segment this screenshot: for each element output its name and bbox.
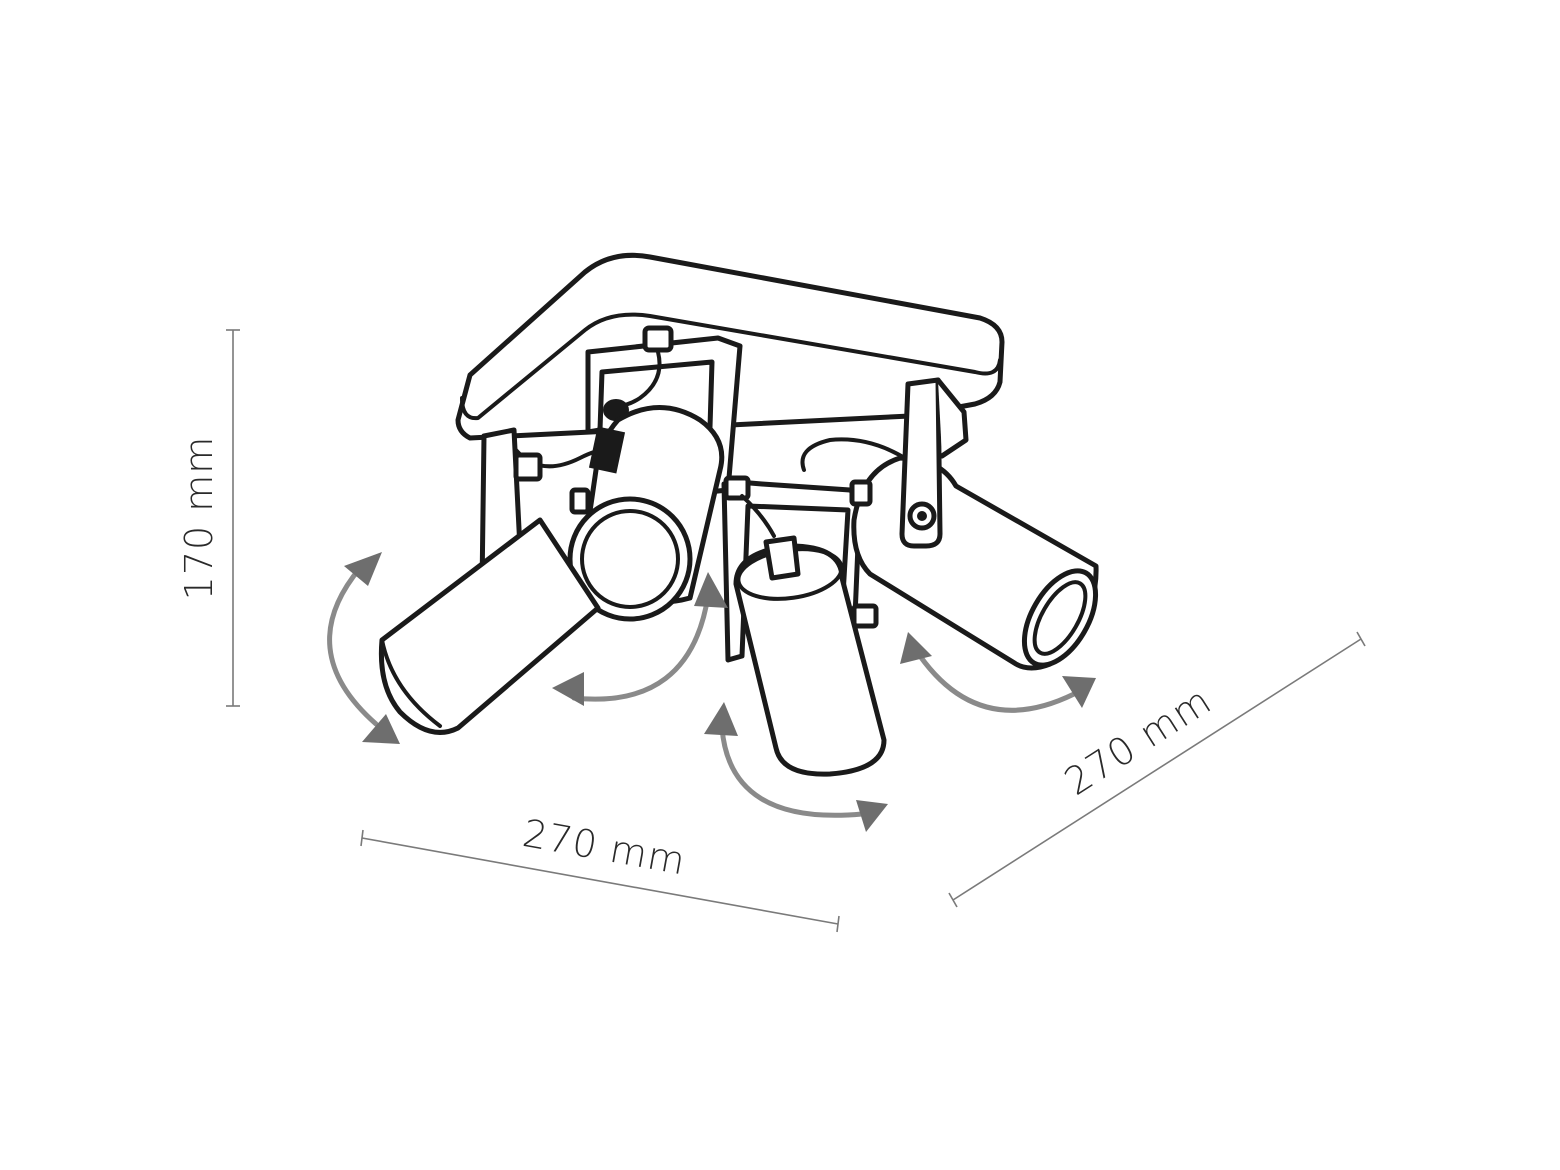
back-spot-front-ring [567, 496, 693, 622]
right-pivot-screw [849, 479, 873, 507]
right-bracket-side [935, 377, 969, 459]
rotation-arrow-right [900, 632, 1096, 713]
spotlight-back [567, 325, 743, 622]
rotation-arrow-center-left [552, 572, 728, 706]
rotation-arc-center-bottom [719, 725, 865, 818]
right-spot-front-ring [1021, 568, 1099, 668]
width-dimension: 270 mm [360, 811, 840, 933]
arrowhead-up-icon [694, 572, 728, 608]
spotlight-right [800, 377, 1099, 671]
arrowhead-up-icon [704, 702, 738, 736]
arrowhead-left-icon [552, 672, 584, 706]
arrowhead-up-icon [344, 552, 382, 586]
front-bracket-screw-left [723, 475, 751, 501]
rotation-arc-center-left [571, 593, 711, 702]
arrowhead-right-icon [856, 800, 888, 832]
spotlight-front [721, 475, 887, 777]
front-spot-body [733, 543, 887, 777]
back-spot-front-lens [580, 509, 680, 609]
rotation-arrow-center-bottom [704, 702, 888, 832]
front-spot-connector [763, 535, 801, 581]
depth-dimension-tick-right [1356, 631, 1366, 647]
arrowhead-up-icon [900, 632, 932, 664]
depth-dimension: 270 mm [948, 631, 1366, 908]
spotlight-left [378, 427, 612, 735]
left-spot-body [378, 517, 601, 735]
back-bracket-screw [642, 325, 674, 353]
left-cable-clip [513, 452, 543, 482]
right-spot-front-lens [1032, 580, 1088, 656]
rotation-arc-left [327, 565, 379, 727]
arrowhead-down-icon [362, 714, 400, 744]
depth-dimension-line [952, 638, 1362, 901]
front-cable [740, 494, 776, 538]
width-dimension-label: 270 mm [519, 811, 689, 883]
depth-dimension-tick-left [948, 892, 958, 908]
arrowhead-right-icon [1062, 676, 1096, 708]
width-dimension-tick-right [836, 915, 840, 933]
front-bracket-screw-right [851, 603, 879, 629]
rotation-arrow-left [327, 552, 400, 744]
rotation-arc-right [917, 653, 1077, 713]
height-dimension: 170 mm [177, 329, 240, 707]
right-cable [800, 437, 910, 472]
width-dimension-tick-left [360, 829, 364, 847]
height-dimension-label: 170 mm [177, 436, 221, 601]
width-dimension-line [361, 837, 839, 925]
left-pivot-screw [569, 487, 591, 515]
